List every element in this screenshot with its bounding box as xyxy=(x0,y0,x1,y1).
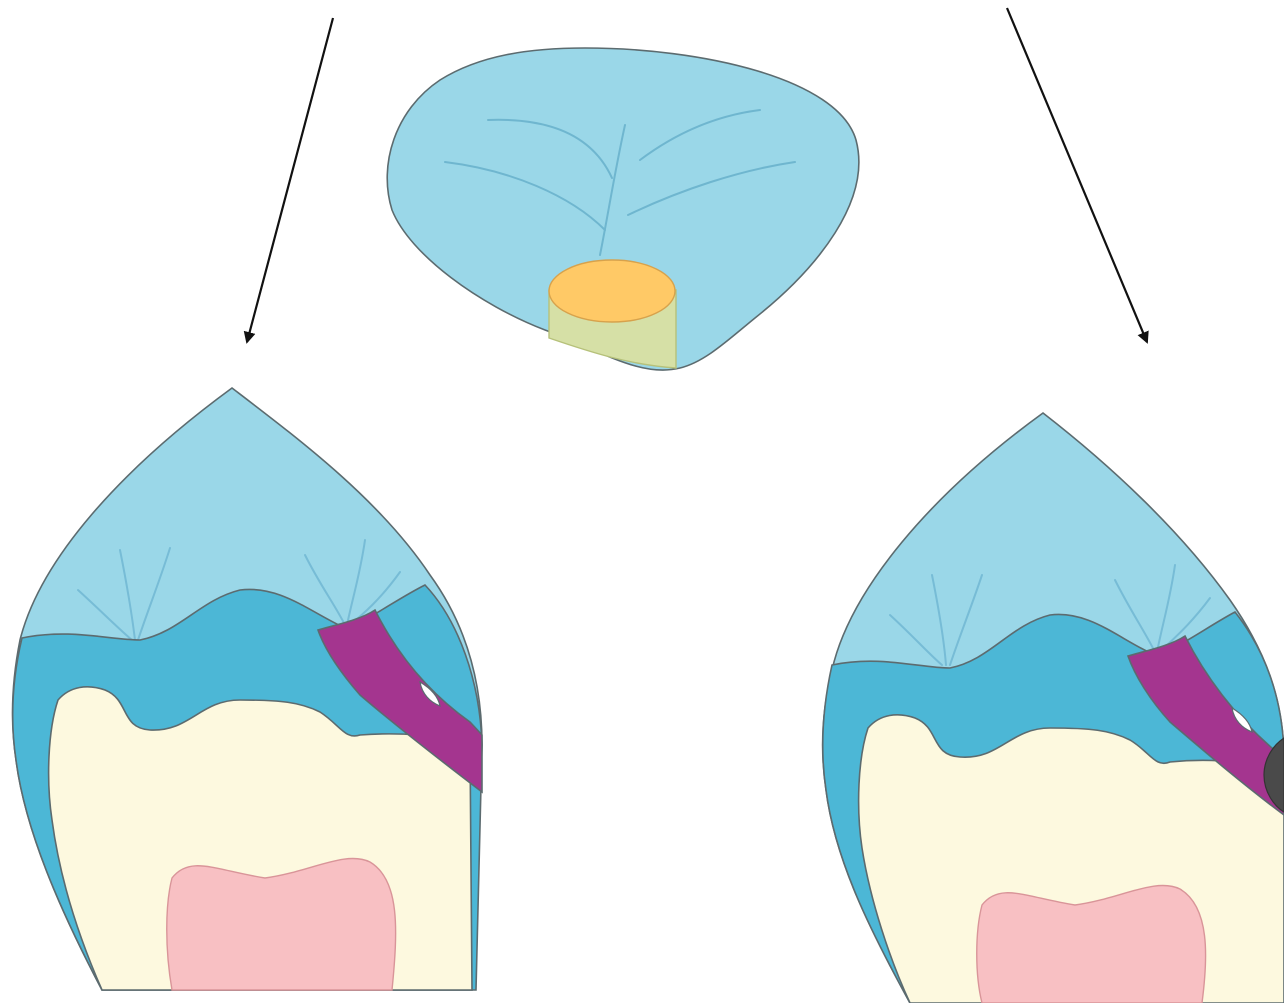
pulp xyxy=(167,858,396,990)
cross-section-left xyxy=(13,388,482,990)
cross-section-right xyxy=(823,413,1284,1003)
arrow-to-left-section xyxy=(247,18,333,342)
pit-spot xyxy=(549,260,675,322)
arrow-to-right-section xyxy=(1007,8,1147,342)
occlusal-view xyxy=(387,48,859,370)
pulp xyxy=(977,885,1206,1003)
